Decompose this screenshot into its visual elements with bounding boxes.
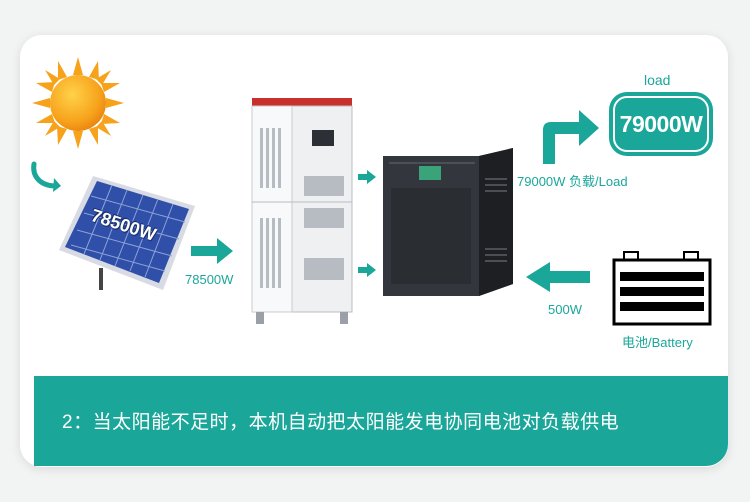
battery-icon bbox=[612, 251, 712, 326]
load-value: 79000W bbox=[613, 96, 709, 152]
power-cabinet-icon bbox=[383, 148, 513, 296]
arrow-right-icon bbox=[191, 238, 233, 264]
panel-arrow-label: 78500W bbox=[185, 272, 234, 287]
load-caption: 79000W 负载/Load bbox=[517, 174, 628, 189]
sun-icon bbox=[32, 57, 124, 149]
arrow-right-small-icon bbox=[358, 170, 376, 184]
arrow-right-small-icon bbox=[358, 263, 376, 277]
solar-panel-icon bbox=[59, 176, 195, 290]
arrow-up-right-icon bbox=[543, 110, 599, 164]
battery-arrow-label: 500W bbox=[548, 302, 582, 317]
load-value-box: 79000W bbox=[609, 92, 713, 156]
load-top-label: load bbox=[644, 72, 671, 88]
banner-text: 2：当太阳能不足时，本机自动把太阳能发电协同电池对负载供电 bbox=[62, 412, 620, 433]
inverter-cabinet-icon bbox=[251, 98, 353, 324]
curved-arrow-icon bbox=[31, 161, 61, 192]
description-banner bbox=[34, 376, 728, 466]
arrow-left-icon bbox=[526, 262, 590, 292]
battery-label: 电池/Battery bbox=[622, 335, 693, 350]
